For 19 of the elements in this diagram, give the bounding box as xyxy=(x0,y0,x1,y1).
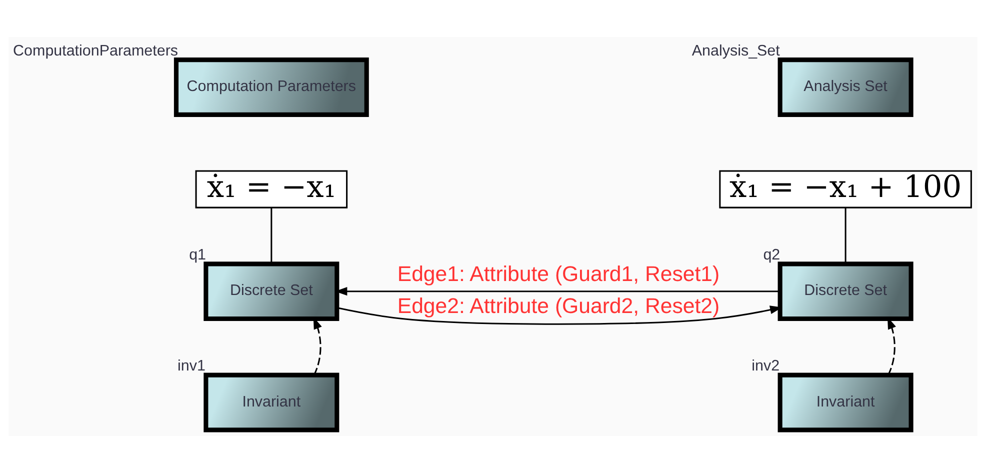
node-label: inv1 xyxy=(178,357,206,374)
node-box: ẋ₁ = −x₁ xyxy=(195,170,348,208)
node-box: Invariant xyxy=(778,372,914,432)
node-label: q2 xyxy=(763,246,780,263)
node-box: ẋ₁ = −x₁ + 100 xyxy=(719,170,972,208)
edge-label: Edge2: Attribute (Guard2, Reset2) xyxy=(397,293,720,318)
node-label: q1 xyxy=(189,246,206,263)
connector xyxy=(270,207,272,264)
connector xyxy=(844,207,846,264)
node-label: inv2 xyxy=(752,357,780,374)
arrow xyxy=(336,305,782,324)
node-label: Analysis_Set xyxy=(692,42,780,59)
node-box: Invariant xyxy=(204,372,340,432)
node-box: Computation Parameters xyxy=(174,57,369,116)
node-box: Analysis Set xyxy=(778,57,914,116)
edge-label: Edge1: Attribute (Guard1, Reset1) xyxy=(397,261,720,286)
node-label: ComputationParameters xyxy=(13,42,178,59)
node-box: Discrete Set xyxy=(778,261,914,321)
node-box: Discrete Set xyxy=(204,261,340,321)
